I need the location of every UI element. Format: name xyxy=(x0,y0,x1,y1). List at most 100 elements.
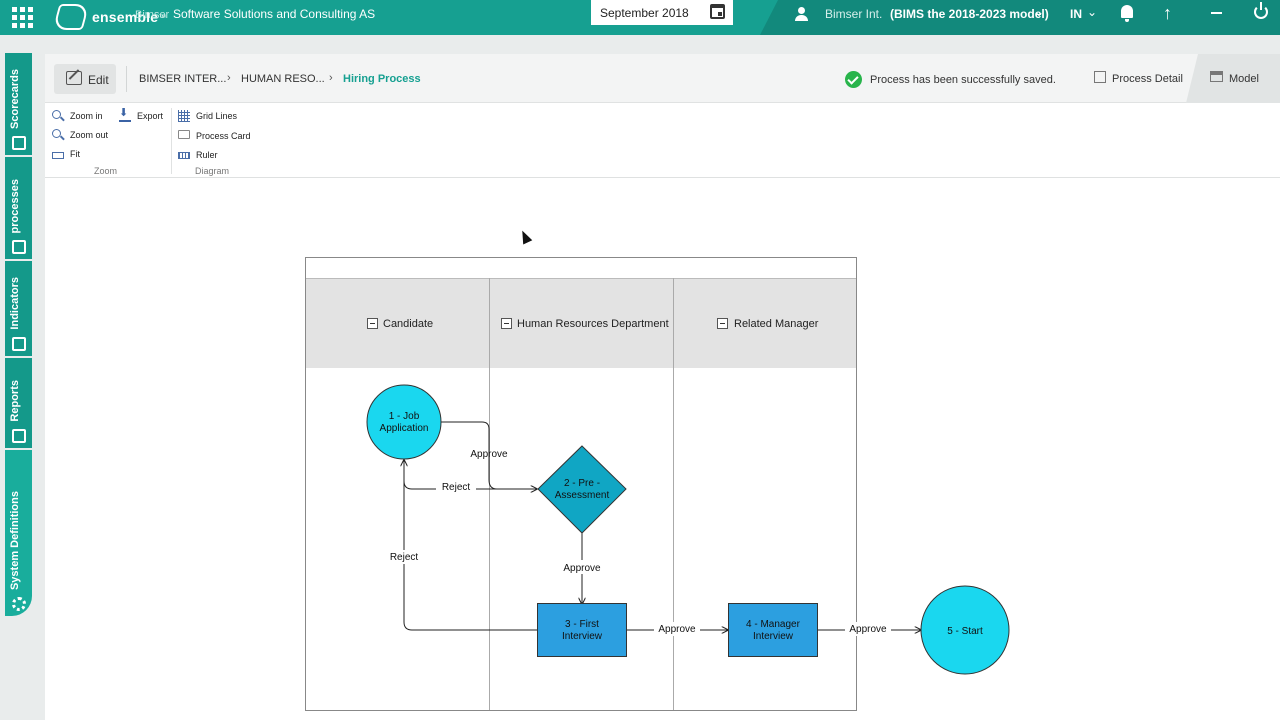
process-diagram[interactable]: Candidate Human Resources Department Rel… xyxy=(45,178,1280,720)
node-label-line1: 4 - Manager xyxy=(746,619,801,630)
node-first-interview[interactable]: 3 - First Interview xyxy=(537,603,627,657)
ruler-toggle[interactable]: Ruler xyxy=(178,148,218,162)
edge-label: Approve xyxy=(563,563,601,574)
rail-item-system-definitions[interactable]: System Definitions xyxy=(5,450,32,616)
export-label: Export xyxy=(137,111,164,121)
save-status-message: Process has been successfully saved. xyxy=(845,71,1056,88)
rail-item-processes[interactable]: processes xyxy=(5,157,32,259)
toolbar-divider xyxy=(126,66,127,92)
rail-item-indicators[interactable]: Indicators xyxy=(5,261,32,356)
process-toolbar: Edit BIMSER INTER... › HUMAN RESO... › H… xyxy=(45,54,1280,103)
node-label-line2: Application xyxy=(380,423,429,434)
rail-item-label: processes xyxy=(9,178,21,233)
bell-icon[interactable] xyxy=(1119,4,1135,22)
gear-icon xyxy=(12,597,26,611)
lane-title: Candidate xyxy=(383,318,433,330)
ruler-label: Ruler xyxy=(196,150,218,160)
diagram-canvas[interactable]: Candidate Human Resources Department Rel… xyxy=(45,178,1280,720)
edge-label: Approve xyxy=(470,449,508,460)
ruler-icon xyxy=(178,152,190,159)
lane-header-related-manager[interactable]: Related Manager xyxy=(717,318,819,330)
save-status-text: Process has been successfully saved. xyxy=(870,73,1056,86)
edit-button-label: Edit xyxy=(88,73,109,87)
breadcrumb-item-department[interactable]: HUMAN RESO... xyxy=(241,73,325,85)
chevron-down-icon[interactable]: ⌄ xyxy=(1087,5,1098,19)
task-shape xyxy=(728,603,818,657)
gateway-shape xyxy=(537,445,627,534)
ribbon-group-divider xyxy=(171,108,172,174)
edge-label-bg xyxy=(385,550,423,564)
ribbon-group-diagram-label: Diagram xyxy=(195,166,230,176)
logo-trademark: ™ xyxy=(158,12,167,22)
node-label-line1: 2 - Pre - xyxy=(564,478,600,489)
lane-title: Related Manager xyxy=(734,318,819,330)
arrow-up-icon[interactable]: ↑ xyxy=(1163,3,1172,23)
model-selector[interactable]: (BIMS the 2018-2023 model) xyxy=(890,7,1049,21)
edge-label-bg xyxy=(654,622,700,636)
apps-grid-icon[interactable] xyxy=(9,4,33,28)
company-brand: Bimser xyxy=(135,9,170,21)
fit-icon xyxy=(52,152,64,159)
scorecard-icon xyxy=(12,136,26,150)
lane-header-human-resources[interactable]: Human Resources Department xyxy=(501,318,669,330)
fit-label: Fit xyxy=(70,149,80,159)
logo-text: ensemble xyxy=(92,9,159,25)
zoom-out-icon xyxy=(52,129,61,138)
edge-label: Reject xyxy=(390,552,419,563)
breadcrumb-separator: › xyxy=(227,72,231,84)
node-label-line2: Interview xyxy=(753,631,794,642)
edge-label: Approve xyxy=(658,624,696,635)
node-pre-assessment[interactable]: 2 - Pre - Assessment xyxy=(537,445,627,534)
export-button[interactable]: Export xyxy=(119,106,164,123)
task-shape xyxy=(537,603,627,657)
zoom-in-button[interactable]: Zoom in xyxy=(52,109,103,123)
chevron-down-icon[interactable]: ⌄ xyxy=(1034,5,1045,19)
breadcrumb-item-organization[interactable]: BIMSER INTER... xyxy=(139,73,227,85)
rail-item-label: Scorecards xyxy=(9,69,21,129)
process-card-toggle[interactable]: Process Card xyxy=(178,129,251,143)
ribbon: Zoom in Zoom out Fit Export Zoom Grid Li… xyxy=(45,103,1280,178)
zoom-out-label: Zoom out xyxy=(70,130,109,140)
logo-mark xyxy=(52,4,90,30)
calendar-icon[interactable] xyxy=(710,4,725,19)
period-date-picker[interactable]: September 2018 xyxy=(591,0,733,25)
event-shape xyxy=(920,585,1010,675)
lane-title: Human Resources Department xyxy=(517,318,669,330)
edit-button[interactable]: Edit xyxy=(54,64,116,94)
edge-label-bg xyxy=(559,560,605,574)
zoom-in-label: Zoom in xyxy=(70,111,103,121)
breadcrumb-separator: › xyxy=(329,72,333,84)
zoom-out-button[interactable]: Zoom out xyxy=(52,128,108,142)
edge-label-bg xyxy=(845,622,891,636)
grid-lines-toggle[interactable]: Grid Lines xyxy=(178,109,237,123)
tab-model[interactable]: Model xyxy=(1186,54,1280,103)
rail-item-scorecards[interactable]: Scorecards xyxy=(5,53,32,155)
node-manager-interview[interactable]: 4 - Manager Interview xyxy=(728,603,818,657)
process-detail-icon xyxy=(1094,71,1106,83)
start-event-shape xyxy=(366,384,442,460)
company-name: Software Solutions and Consulting AS xyxy=(173,7,376,21)
language-selector[interactable]: IN xyxy=(1070,7,1082,21)
lane-header-candidate[interactable]: Candidate xyxy=(367,318,434,330)
user-organization[interactable]: Bimser Int. xyxy=(825,7,883,21)
fit-button[interactable]: Fit xyxy=(52,147,80,161)
user-icon[interactable] xyxy=(795,7,808,21)
edge-label: Reject xyxy=(442,482,471,493)
rail-item-reports[interactable]: Reports xyxy=(5,358,32,448)
node-label-line1: 5 - Start xyxy=(947,626,983,637)
node-start[interactable]: 5 - Start xyxy=(920,585,1010,675)
node-job-application[interactable]: 1 - Job Application xyxy=(366,384,442,460)
power-icon[interactable] xyxy=(1254,2,1268,19)
rail-item-label: System Definitions xyxy=(9,490,21,590)
edge-reject-3-1[interactable] xyxy=(403,460,537,631)
process-card-icon xyxy=(178,130,190,139)
edit-icon xyxy=(66,71,82,85)
node-label-line2: Interview xyxy=(562,631,603,642)
minimize-icon[interactable] xyxy=(1211,12,1222,14)
rail-item-label: Reports xyxy=(9,380,21,422)
period-date-value: September 2018 xyxy=(600,6,689,20)
tab-process-detail[interactable]: Process Detail xyxy=(1089,54,1183,103)
export-icon xyxy=(119,106,131,122)
